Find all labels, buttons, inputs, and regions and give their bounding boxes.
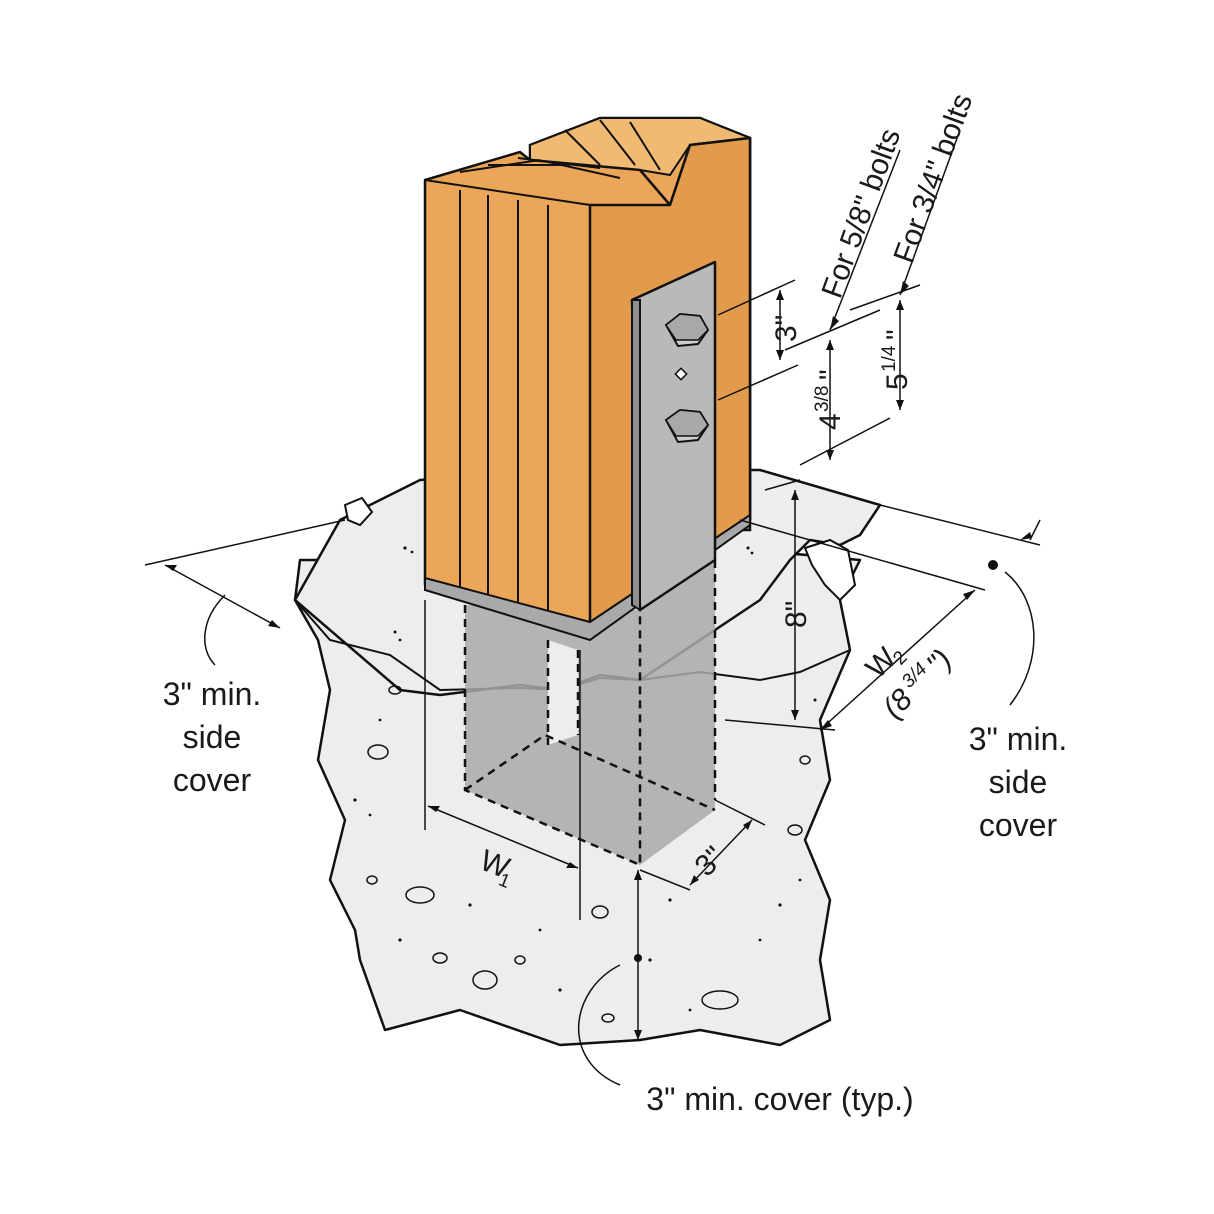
label-dim-large: 5 1/4 "	[879, 329, 914, 390]
bolts-large-text: For 3/4" bolts	[888, 89, 980, 267]
label-side-cover-right: 3" min. side cover	[969, 721, 1068, 843]
dimension-lines	[144, 129, 1041, 1086]
side-cover-left-line3: cover	[173, 762, 252, 798]
side-cover-right-line1: 3" min.	[969, 721, 1068, 757]
side-cover-right-line2: side	[989, 764, 1048, 800]
embedded-steel-strap	[463, 560, 717, 867]
dim-small-unit: "	[814, 369, 847, 380]
dim-embed-text: 8"	[780, 601, 813, 628]
label-bolts-large: For 3/4" bolts	[888, 89, 980, 267]
hex-bolt-icon	[664, 408, 710, 444]
side-cover-right-line3: cover	[979, 807, 1058, 843]
dim-large-frac: 1/4	[879, 345, 900, 372]
label-bolts-small: For 5/8" bolts	[816, 124, 908, 302]
hex-bolt-icon	[664, 312, 710, 348]
label-dim-embed: 8"	[780, 601, 813, 628]
side-cover-left-line2: side	[183, 719, 242, 755]
dim-top-text: 3"	[770, 315, 803, 342]
dim-small-whole: 4	[814, 413, 847, 430]
side-cover-left-line1: 3" min.	[163, 676, 262, 712]
label-dim-small: 4 3/8 "	[812, 369, 847, 430]
label-side-cover-left: 3" min. side cover	[163, 676, 262, 798]
label-dim-top: 3"	[770, 315, 803, 342]
bolts-small-text: For 5/8" bolts	[816, 124, 908, 302]
dim-small-frac: 3/8	[812, 386, 833, 412]
label-bottom-cover: 3" min. cover (typ.)	[646, 1081, 913, 1117]
steel-side-strap	[630, 260, 717, 612]
dim-large-whole: 5	[881, 373, 914, 390]
dim-large-unit: "	[881, 329, 914, 340]
